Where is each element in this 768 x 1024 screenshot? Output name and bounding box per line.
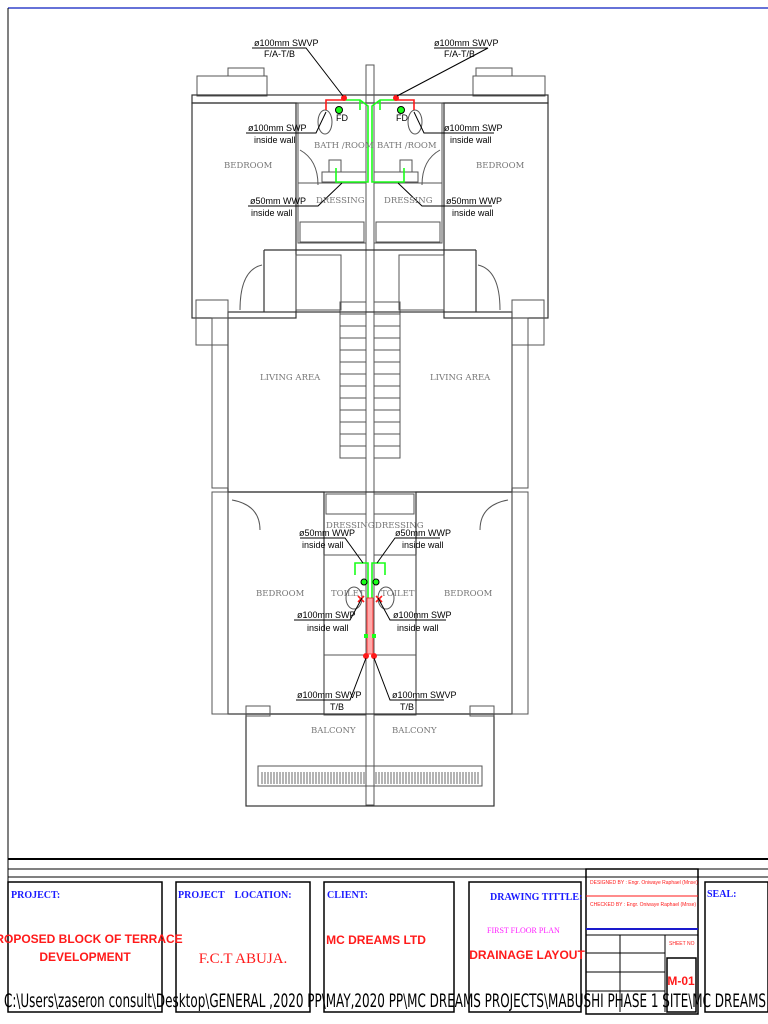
stair-tread [339,421,367,435]
room-label: BALCONY [392,726,437,736]
stair-tread [339,445,367,459]
pipe-label: ø100mm SWP [297,610,356,620]
drawing-subtitle: FIRST FLOOR PLAN [487,926,560,935]
pipe-label: inside wall [302,540,344,550]
stair-tread [373,349,401,363]
stair-tread [373,433,401,447]
client-heading: CLIENT: [327,890,368,901]
room-label: BEDROOM [444,589,493,599]
pipe-label: inside wall [402,540,444,550]
stair-tread [339,385,367,399]
stair-tread [373,397,401,411]
stair-tread [373,313,401,327]
fd-tag: FD [396,113,408,123]
staircase [339,301,401,459]
stair-tread [339,361,367,375]
room-label: BATH /ROOM [377,141,437,151]
swvp-stack-icon [393,95,399,101]
pipe-label: inside wall [254,135,296,145]
drainage-pipes: FD FD [325,95,415,659]
room-label: DRESSING [375,521,424,531]
sheet-no-label: SHEET NO [669,941,695,947]
swvp-stack-icon [341,95,347,101]
project-name: PROPOSED BLOCK OF TERRACE [0,932,183,946]
pipe-labels: ø100mm SWVP F/A-T/B ø100mm SWVP F/A-T/B … [248,38,503,712]
title-block: PROJECT: PROPOSED BLOCK OF TERRACE DEVEL… [0,858,768,1015]
stair-tread [339,349,367,363]
pipe-label: inside wall [397,623,439,633]
pipe-label: ø100mm SWVP [434,38,499,48]
pipe-label: inside wall [307,623,349,633]
floor-plan [191,64,549,807]
pipe-label: ø50mm WWP [250,196,306,206]
project-name-line2: DEVELOPMENT [39,950,131,964]
project-location: F.C.T ABUJA. [199,951,288,967]
room-label: LIVING AREA [260,373,321,383]
fd-tag: FD [336,113,348,123]
room-label: DRESSING [326,521,375,531]
project-heading: PROJECT: [11,890,60,901]
pipe-label: ø50mm WWP [395,528,451,538]
drawing-title: DRAINAGE LAYOUT [469,948,585,962]
room-label: BALCONY [311,726,356,736]
stair-tread [339,433,367,447]
pipe-label: F/A-T/B [444,49,475,59]
pipe-label: F/A-T/B [264,49,295,59]
pipe-label: T/B [330,702,344,712]
floor-drain-icon [397,106,405,114]
pipe-label: inside wall [452,208,494,218]
stair-tread [373,421,401,435]
room-labels: BEDROOM BEDROOM BATH /ROOM BATH /ROOM DR… [224,141,525,736]
room-label: TOILET [331,589,365,599]
client-name: MC DREAMS LTD [326,933,426,947]
pipe-label: ø100mm SWVP [392,690,457,700]
stair-tread [339,397,367,411]
stair-tread [339,409,367,423]
stair-tread [339,337,367,351]
room-label: BATH /ROOM [314,141,374,151]
room-label: BEDROOM [256,589,305,599]
room-label: TOILET [381,589,415,599]
sheet-number: M-01 [667,974,695,988]
drawing-title-heading: DRAWING TITTLE: [490,892,582,903]
checked-by: CHECKED BY : Engr. Oniwaye Raphael (Mnse… [590,902,696,908]
pipe-label: ø100mm SWP [393,610,452,620]
pipe-label: T/B [400,702,414,712]
pipe-label: ø50mm WWP [299,528,355,538]
pipe-label: ø100mm SWVP [254,38,319,48]
room-label: DRESSING [316,196,365,206]
stair-tread [373,373,401,387]
balcony-railing [257,765,483,787]
stair-tread [339,313,367,327]
room-label: BEDROOM [476,161,525,171]
stair-tread [339,373,367,387]
room-label: DRESSING [384,196,433,206]
file-path-stamp: C:\Users\zaseron consult\Desktop\GENERAL… [4,990,766,1012]
room-label: BEDROOM [224,161,273,171]
leader-lines [246,47,494,701]
pipe-label: inside wall [251,208,293,218]
pipe-label: ø50mm WWP [446,196,502,206]
stair-tread [373,325,401,339]
stair-tread [339,325,367,339]
location-heading: PROJECT LOCATION: [178,890,292,901]
floor-drain-icon [335,106,343,114]
sheet-number-box [666,957,697,1013]
pipe-label: ø100mm SWP [444,123,503,133]
pipe-label: inside wall [450,135,492,145]
seal-heading: SEAL: [707,889,736,900]
stair-tread [373,385,401,399]
stair-tread [373,445,401,459]
stair-tread [373,337,401,351]
pipe-label: ø100mm SWVP [297,690,362,700]
room-label: LIVING AREA [430,373,491,383]
stair-tread [373,361,401,375]
pipe-label: ø100mm SWP [248,123,307,133]
stair-tread [373,409,401,423]
designed-by: DESIGNED BY : Engr. Oniwaye Raphael (Mns… [590,880,698,886]
